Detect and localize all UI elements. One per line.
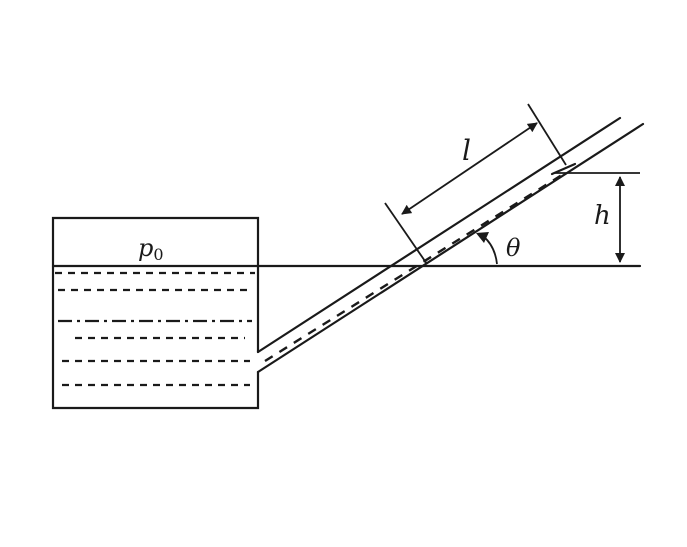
length-label: l	[462, 134, 471, 167]
length-extension-lower	[384, 202, 428, 265]
length-extension-upper	[527, 103, 567, 166]
angle-label: θ	[506, 234, 521, 262]
pressure-label-text: p0	[138, 234, 164, 264]
length-dimension: l	[384, 103, 567, 265]
angle-indicator: θ	[476, 232, 521, 265]
pressure-label: p0	[138, 234, 164, 264]
height-label: h	[594, 201, 611, 231]
pressure-symbol: p	[138, 234, 153, 262]
tube-wall-lower	[256, 122, 645, 374]
height-dimension: h	[555, 172, 640, 263]
length-arrow	[401, 122, 538, 215]
tank-outline	[51, 216, 260, 410]
inclined-tube	[256, 116, 645, 374]
tank	[51, 216, 642, 410]
angle-arrowhead	[476, 232, 489, 243]
tube-wall-upper	[256, 116, 622, 354]
pressure-subscript: 0	[153, 245, 163, 264]
